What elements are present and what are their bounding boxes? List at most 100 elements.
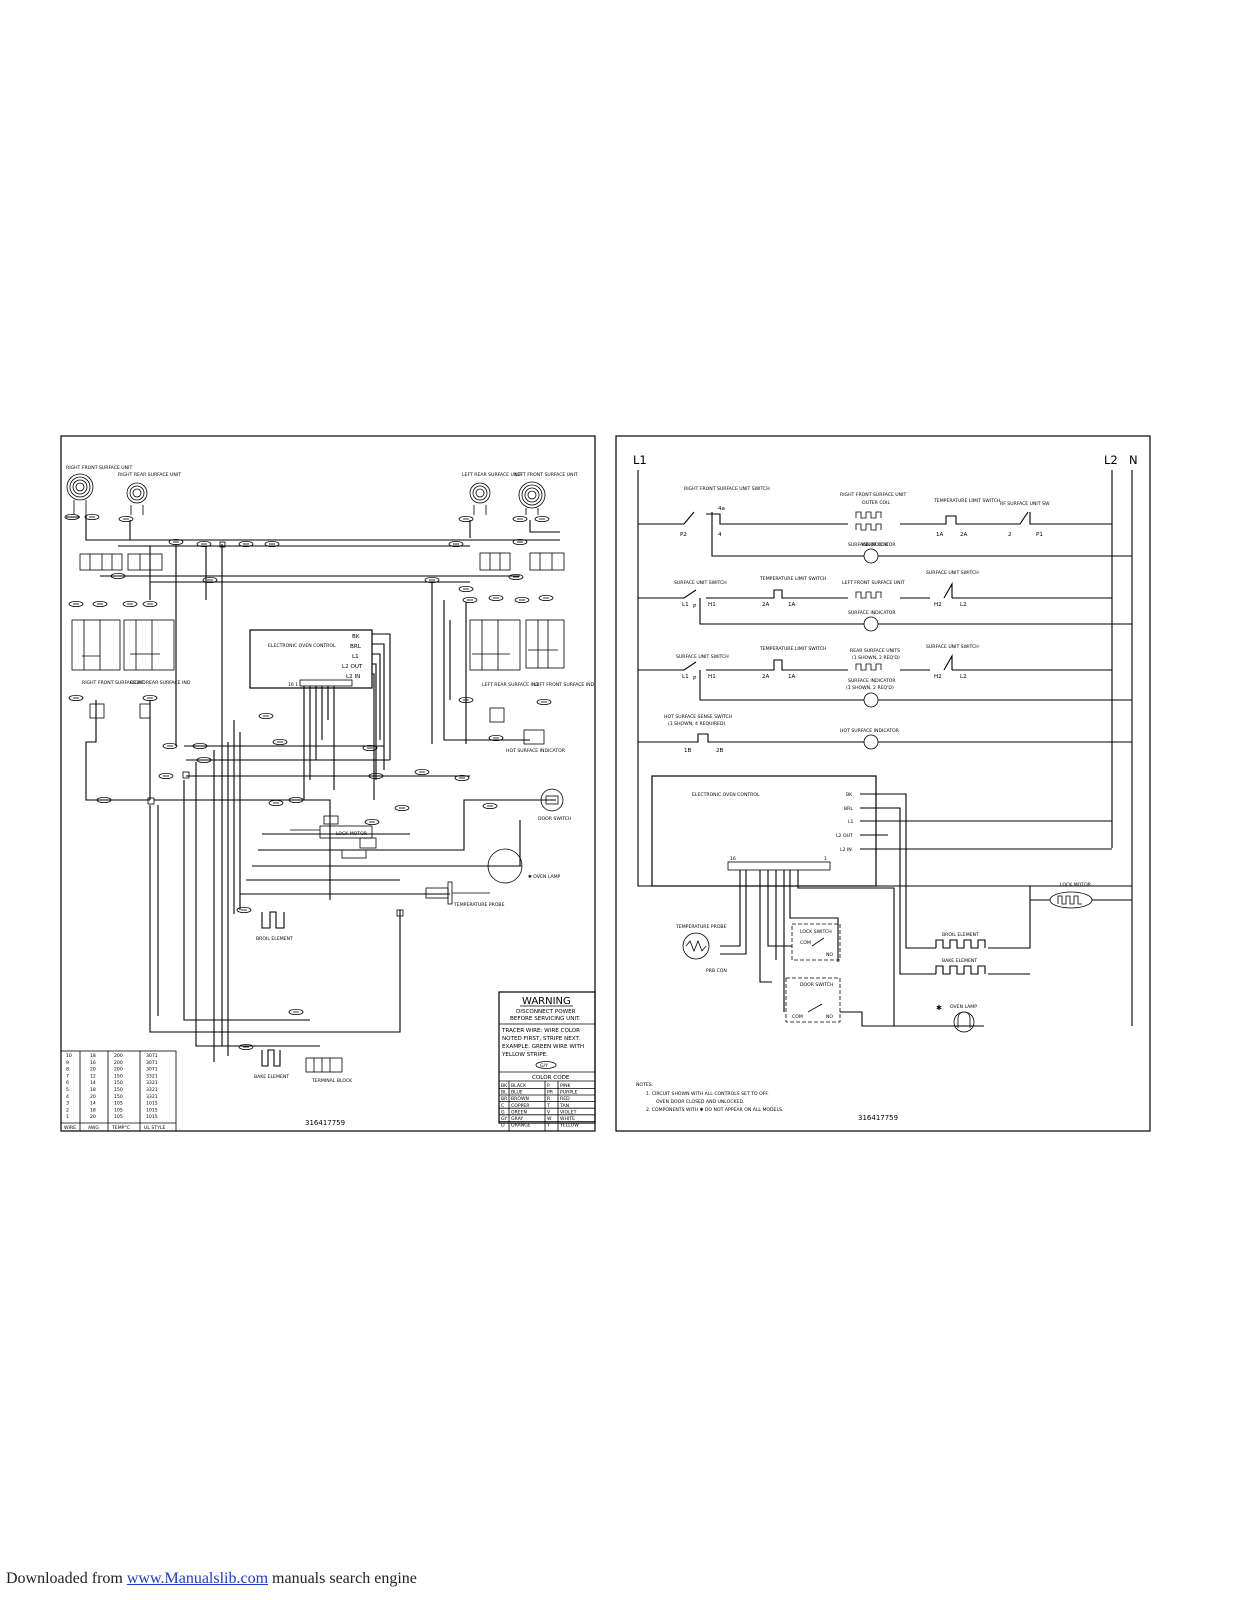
wire-table-cell: 3321 xyxy=(146,1094,158,1100)
r2-limit-label: TEMPERATURE LIMIT SWITCH xyxy=(759,576,826,582)
wire-table-cell: 150 xyxy=(114,1094,123,1100)
r2-1a: 1A xyxy=(788,602,796,608)
wire-table-cell: 3071 xyxy=(146,1053,158,1059)
wire-table-cell: 6 xyxy=(66,1080,69,1086)
wire-table-cell: 12 xyxy=(90,1073,96,1079)
wire-table-cell: 1 xyxy=(66,1114,69,1120)
r3-ind-note: (1 SHOWN, 2 REQ'D) xyxy=(846,685,894,691)
junctions xyxy=(147,541,404,917)
wire-table-cell: 20 xyxy=(90,1094,96,1100)
r1-p2: P2 xyxy=(680,532,687,538)
color-code-cell: GRAY xyxy=(511,1116,523,1122)
right-rear-burner: RIGHT REAR SURFACE UNIT xyxy=(118,472,181,504)
broil-element: BROIL ELEMENT xyxy=(256,911,293,942)
r-eoc-label: ELECTRONIC OVEN CONTROL xyxy=(692,792,760,798)
color-code-cell: PINK xyxy=(560,1083,572,1089)
right-rear-ind-label: RIGHT REAR SURFACE IND xyxy=(130,680,191,686)
rung-2: SURFACE UNIT SWITCH L1 P H1 TEMPERATURE … xyxy=(638,570,1132,632)
wire-table-cell: 14 xyxy=(90,1080,96,1086)
r-broil-label: BROIL ELEMENT xyxy=(942,932,979,938)
r-eoc-pin1: 1 xyxy=(824,856,827,862)
r3-h1: H1 xyxy=(708,674,716,680)
eoc-term-l1: L1 xyxy=(352,654,359,660)
eoc-term-brl: BRL xyxy=(350,644,362,650)
r-door-com: COM xyxy=(792,1014,803,1020)
wire-table-cell: 4 xyxy=(66,1094,69,1100)
color-code-cell: TAN xyxy=(559,1103,569,1109)
wire-table-cell: 105 xyxy=(114,1114,123,1120)
r2-ind-label: SURFACE INDICATOR xyxy=(848,610,896,616)
lock-motor-label: LOCK MOTOR xyxy=(336,831,368,837)
wire-table-cell: 9 xyxy=(66,1060,69,1066)
color-code-cell: R xyxy=(547,1096,551,1102)
door-switch: DOOR SWITCH xyxy=(538,788,571,822)
note-1: 1. CIRCUIT SHOWN WITH ALL CONTROLS SET T… xyxy=(646,1091,769,1097)
left-front-unit-label: LEFT FRONT SURFACE UNIT xyxy=(515,472,578,478)
r4-2b: 2B xyxy=(716,748,724,754)
r4-ind-label: HOT SURFACE INDICATOR xyxy=(840,728,900,734)
left-front-burner: LEFT FRONT SURFACE UNIT xyxy=(515,472,578,509)
rung-3: SURFACE UNIT SWITCH L1 P H1 TEMPERATURE … xyxy=(638,644,1132,708)
wire-table-cell: 20 xyxy=(90,1114,96,1120)
r-eoc-l2in: L2 IN xyxy=(840,847,852,853)
r4-1b: 1B xyxy=(684,748,692,754)
electronic-oven-control: ELECTRONIC OVEN CONTROL BK BRL L1 L2 OUT… xyxy=(249,629,373,689)
r1-p1: P1 xyxy=(1036,532,1043,538)
wt-header-ul: UL STYLE xyxy=(144,1125,165,1131)
wire-table-cell: 14 xyxy=(90,1101,96,1107)
wire-table-cell: 200 xyxy=(114,1060,123,1066)
right-part-number: 316417759 xyxy=(858,1114,898,1122)
left-rear-switch xyxy=(479,552,511,571)
r1-4: 4 xyxy=(718,532,722,538)
r-eoc-pin16: 16 xyxy=(730,856,736,862)
oven-lamp-label: ✱ OVEN LAMP xyxy=(528,874,561,880)
color-code-cell: YELLOW xyxy=(559,1123,579,1129)
r2-h2: H2 xyxy=(934,602,942,608)
wire-table-cell: 3 xyxy=(66,1101,69,1107)
wire-table-cell: 105 xyxy=(114,1107,123,1113)
r3-l2: L2 xyxy=(960,674,967,680)
r-eoc-bk: BK xyxy=(846,792,853,798)
r2-h1: H1 xyxy=(708,602,716,608)
left-rear-ind-box: LEFT REAR SURFACE IND xyxy=(469,619,539,688)
r1-unit-label: RIGHT FRONT SURFACE UNIT xyxy=(840,492,906,498)
color-code-cell: ORANGE xyxy=(511,1123,531,1129)
note-2: 2. COMPONENTS WITH ✱ DO NOT APPEAR ON AL… xyxy=(646,1107,783,1113)
r2-unit-label: LEFT FRONT SURFACE UNIT xyxy=(842,580,905,586)
r3-2a: 2A xyxy=(762,674,770,680)
r3-1a: 1A xyxy=(788,674,796,680)
r3-switch2-label: SURFACE UNIT SWITCH xyxy=(926,644,979,650)
eoc-term-l2in: L2 IN xyxy=(346,674,360,680)
color-code-cell: BR xyxy=(501,1096,508,1102)
r3-unit-note: (1 SHOWN, 2 REQ'D) xyxy=(852,655,900,661)
temperature-probe: TEMPERATURE PROBE xyxy=(425,881,505,908)
r1-ind-label: SURFACE INDICATOR xyxy=(848,542,896,548)
wire-table-cell: 18 xyxy=(90,1107,96,1113)
left-front-switch xyxy=(529,552,565,571)
wire-table-cell: 7 xyxy=(66,1073,69,1079)
color-code-cell: PR xyxy=(547,1090,554,1096)
wire-table-cell: 150 xyxy=(114,1087,123,1093)
r-bake-label: BAKE ELEMENT xyxy=(942,958,977,964)
wire-table-cell: 1015 xyxy=(146,1107,158,1113)
hot-surface-indicator-label: HOT SURFACE INDICATOR xyxy=(506,748,566,754)
eoc-label: ELECTRONIC OVEN CONTROL xyxy=(268,643,336,649)
r-prb-label: PRB CON xyxy=(706,968,727,974)
r-door-switch-label: DOOR SWITCH xyxy=(800,982,833,988)
terminal-block-label: TERMINAL BLOCK xyxy=(311,1078,353,1084)
r-oven-lamp-label: OVEN LAMP xyxy=(950,1004,977,1010)
manualslib-link[interactable]: www.Manualslib.com xyxy=(126,1570,269,1587)
wire-table-cell: 10 xyxy=(66,1053,72,1059)
left-front-ind-box: LEFT FRONT SURFACE IND xyxy=(525,619,595,688)
download-footer: Downloaded from www.Manualslib.com manua… xyxy=(6,1570,417,1588)
notes-title: NOTES: xyxy=(636,1082,654,1088)
color-code-cell: COPPER xyxy=(511,1103,530,1109)
rung-1: RIGHT FRONT SURFACE UNIT SWITCH P2 4a 4 … xyxy=(638,486,1132,564)
wire-table-cell: 200 xyxy=(114,1067,123,1073)
bake-element-label: BAKE ELEMENT xyxy=(254,1074,289,1080)
r1-rfsw-label: RF SURFACE UNIT SW xyxy=(1000,501,1050,507)
r3-l1: L1 xyxy=(682,674,689,680)
wire-table-cell: 200 xyxy=(114,1053,123,1059)
